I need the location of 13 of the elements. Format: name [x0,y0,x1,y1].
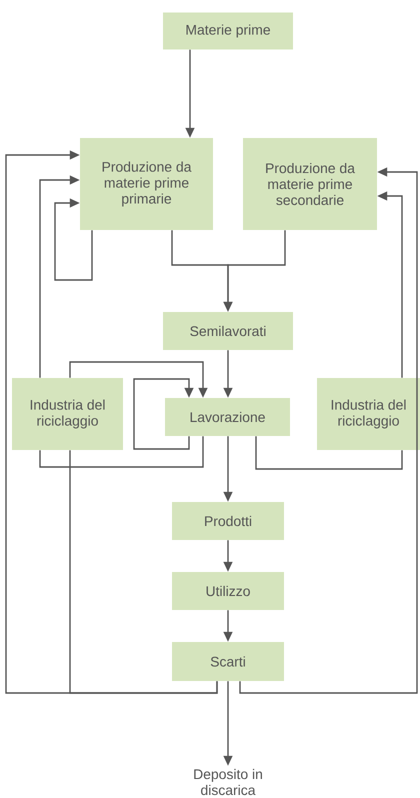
process-box: Prodotti [172,502,284,540]
process-box: Industria del riciclaggio [12,378,123,450]
process-box: Materie prime [163,12,293,50]
process-box: Semilavorati [163,312,293,350]
process-box: Produzione da materie prime secondarie [243,138,377,230]
process-box: Utilizzo [172,572,284,610]
end-text: Deposito in discarica [194,768,262,796]
process-box: Scarti [172,642,284,681]
arrow [133,378,194,450]
process-box: Lavorazione [165,398,290,436]
arrow [54,198,93,281]
process-box: Industria del riciclaggio [317,378,420,450]
process-box: Produzione da materie prime primarie [80,138,213,230]
